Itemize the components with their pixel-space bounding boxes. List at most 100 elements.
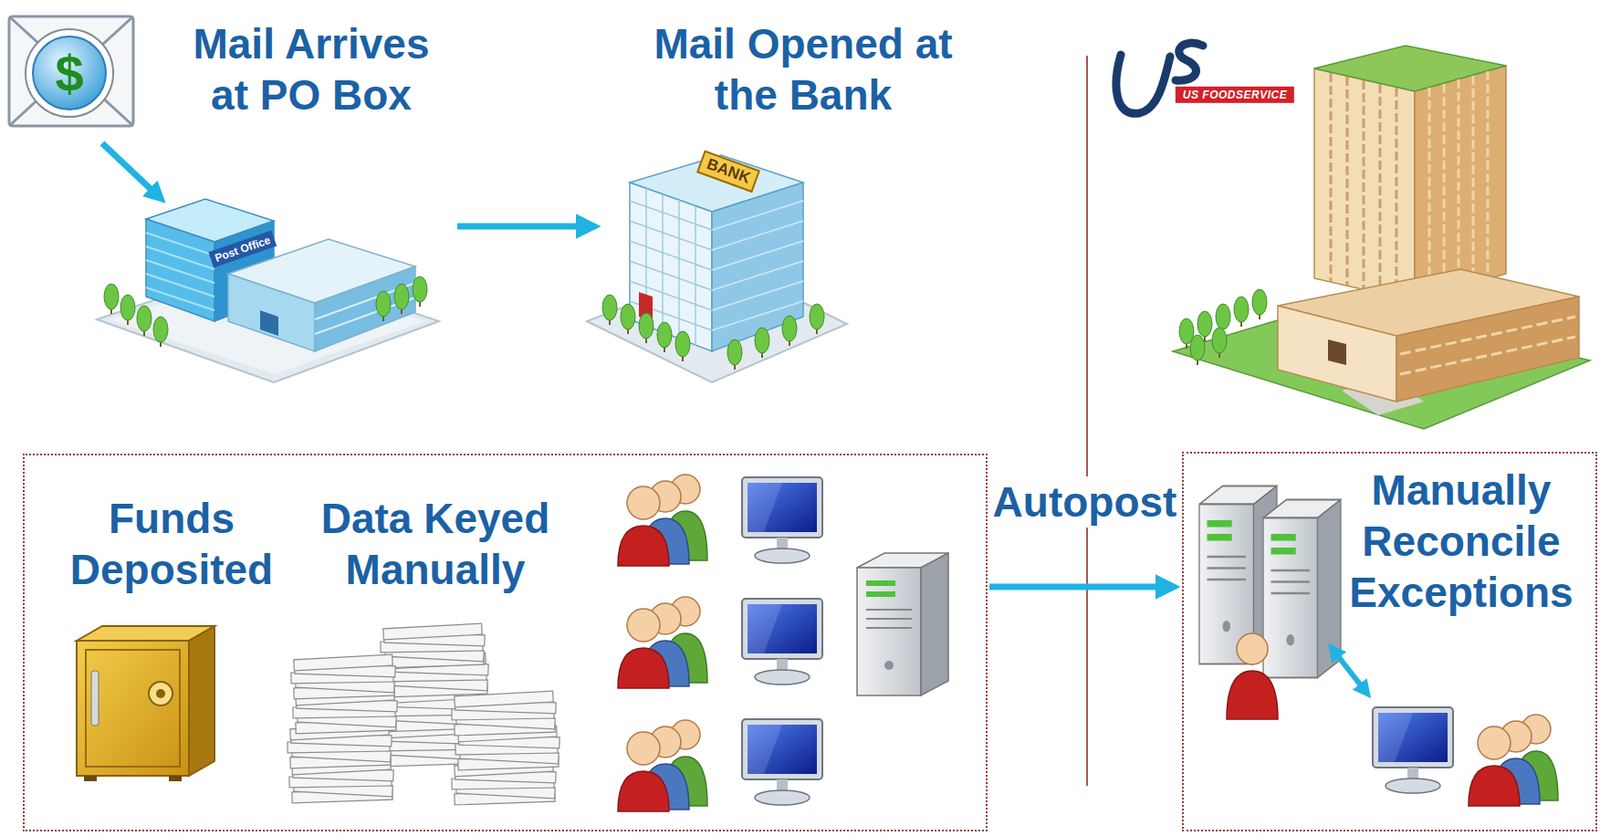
post-office-building	[228, 273, 315, 352]
label-holder: $	[54, 48, 84, 100]
safe-icon	[168, 775, 182, 782]
office-tower	[1362, 80, 1366, 290]
bank-building	[638, 313, 654, 344]
office-tower	[1414, 65, 1506, 302]
envelope-icon	[9, 16, 134, 126]
reconcile-staff	[1226, 633, 1278, 720]
bank-building	[678, 199, 680, 339]
reconcile-box: Manually Reconcile Exceptions	[1181, 451, 1598, 832]
node-label: Mail Opened at the Bank	[638, 18, 968, 121]
bank-building	[809, 303, 825, 335]
flow-arrow	[989, 584, 1157, 591]
office-tower	[1457, 79, 1461, 288]
office-tower	[1379, 83, 1382, 293]
post-office-building	[146, 260, 215, 283]
bank-building	[754, 327, 770, 358]
bank-building	[586, 155, 848, 383]
office-tower	[1329, 73, 1333, 283]
post-office-building	[314, 282, 416, 335]
keying-staff	[617, 474, 708, 566]
office-tower	[1172, 45, 1590, 429]
office-tower	[1233, 296, 1249, 327]
safe-icon	[85, 649, 180, 767]
node-label: Mail Arrives at PO Box	[174, 18, 449, 121]
keying-staff	[742, 719, 823, 806]
post-office-building	[314, 282, 416, 320]
safe-icon	[188, 626, 215, 776]
paper-stack	[287, 623, 560, 806]
keying-staff	[617, 474, 949, 812]
post-office-building	[314, 266, 416, 352]
post-office-building	[394, 283, 409, 314]
company-logo-band: US FOODSERVICE	[1175, 86, 1295, 104]
office-tower	[1443, 83, 1446, 293]
envelope-icon	[9, 16, 134, 126]
bank-building	[629, 182, 712, 352]
bank-sign: BANK	[696, 149, 761, 193]
bank-building	[711, 182, 804, 352]
post-office-building	[120, 294, 136, 325]
keying-staff	[617, 596, 708, 689]
office-tower	[1346, 76, 1350, 286]
office-tower	[1252, 289, 1267, 320]
post-office-building	[96, 198, 440, 383]
office-tower	[1328, 339, 1347, 366]
post-office-building	[146, 219, 215, 322]
office-tower	[1400, 316, 1576, 375]
dollar-sign: $	[54, 48, 84, 100]
keying-staff	[742, 598, 823, 685]
office-tower	[1190, 334, 1205, 366]
office-tower	[1428, 87, 1432, 297]
office-tower	[1400, 316, 1576, 355]
post-office-building	[146, 232, 215, 311]
reconcile-staff	[1263, 500, 1341, 679]
office-tower	[1486, 71, 1490, 280]
post-office-sign: Post Office	[208, 230, 277, 268]
node-label: Funds Deposited	[57, 492, 286, 596]
company-logo	[1175, 42, 1203, 81]
bank-building	[727, 339, 743, 370]
bank-building	[661, 194, 664, 333]
office-tower	[1314, 68, 1415, 302]
office-tower	[1396, 296, 1580, 402]
reconcile-staff	[1468, 714, 1559, 806]
office-tower	[1429, 71, 1488, 297]
office-tower	[1314, 45, 1506, 92]
safe-icon	[76, 626, 215, 782]
keying-staff	[857, 553, 949, 696]
bank-building	[657, 322, 672, 353]
bank-building	[711, 200, 804, 331]
bank-processing-box: Funds DepositedData Keyed Manually	[22, 453, 988, 832]
mail-arrow	[102, 143, 152, 190]
bank-node: Mail Opened at the Bank	[602, 14, 1004, 380]
safe-icon	[91, 670, 99, 726]
keying-staff	[742, 477, 823, 564]
edge-label-holder: Autopost	[991, 476, 1180, 528]
post-office-building	[146, 246, 215, 270]
post-office-node: Mail Arrives at PO Box	[174, 14, 456, 380]
node-label: Manually Reconcile Exceptions	[1344, 464, 1579, 618]
office-tower	[1212, 327, 1227, 358]
bank-building	[629, 188, 712, 346]
safe-icon	[148, 681, 173, 706]
label-holder: Post Office	[208, 230, 277, 268]
divider-line	[1086, 55, 1088, 786]
label-holder: US FOODSERVICE	[1175, 86, 1295, 104]
bank-building	[620, 303, 636, 335]
office-tower	[1400, 336, 1576, 375]
node-label: Data Keyed Manually	[298, 492, 573, 596]
envelope-icon	[25, 29, 114, 117]
keying-staff	[617, 720, 708, 812]
exchange-arrow	[1338, 656, 1361, 686]
post-office-building	[146, 273, 215, 297]
connector-label: Autopost	[991, 476, 1180, 528]
safe-icon	[83, 775, 97, 782]
paper-stack	[380, 623, 485, 669]
post-office-building	[412, 276, 428, 307]
office-tower	[1277, 305, 1397, 402]
safe-icon	[76, 640, 189, 776]
